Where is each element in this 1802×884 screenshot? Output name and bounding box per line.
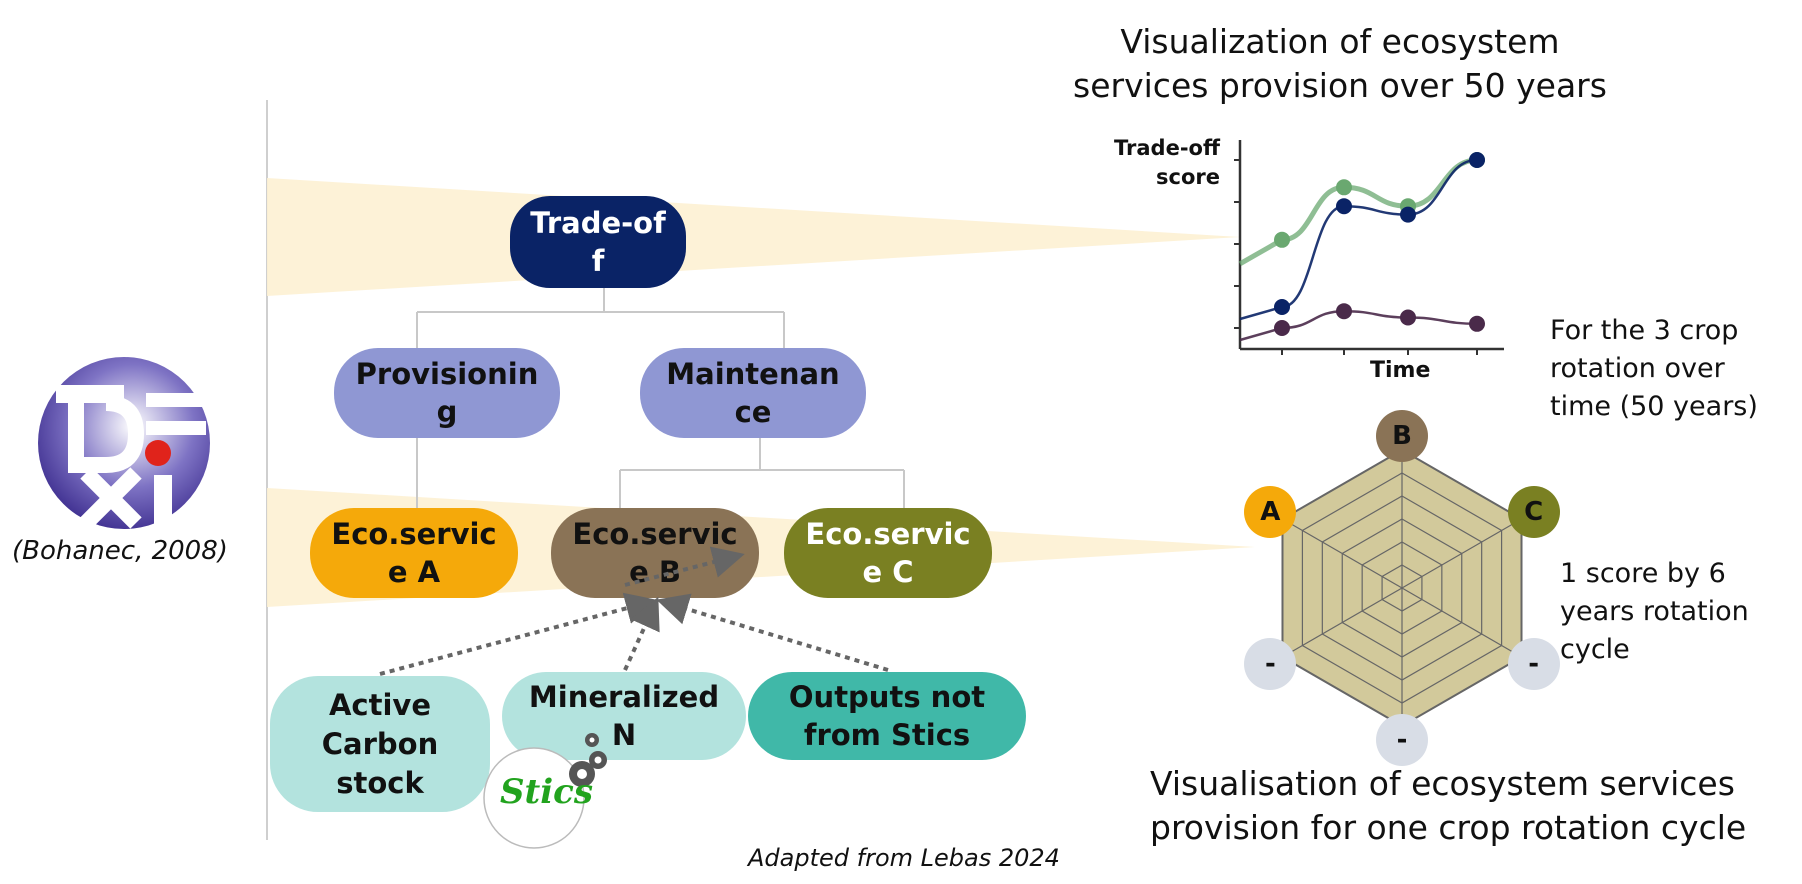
node-trade-off: Trade-off xyxy=(510,196,686,288)
series-point xyxy=(1336,198,1352,215)
chart-x-label: Time xyxy=(1370,358,1431,383)
radar-spoke xyxy=(1282,518,1403,589)
series-point xyxy=(1469,152,1485,168)
node-active-carbon-stock: Active Carbon stock xyxy=(270,676,490,812)
node-provisioning: Provisioning xyxy=(334,348,560,438)
radar-spoke xyxy=(1401,518,1522,589)
series-line xyxy=(1239,309,1478,342)
node-provisioning-label: Provisioning xyxy=(355,357,539,429)
radar-axis-badge: - xyxy=(1376,714,1428,766)
node-maintenance: Maintenance xyxy=(640,348,866,438)
series-point xyxy=(1274,320,1290,336)
node-eco-service-a: Eco.service A xyxy=(310,508,518,598)
radar-spoke xyxy=(1401,587,1522,658)
note-crop-rotation: For the 3 crop rotation over time (50 ye… xyxy=(1550,315,1758,422)
note-score-cycle: 1 score by 6 years rotation cycle xyxy=(1560,558,1749,665)
node-mineralized-n-label: Mineralized N xyxy=(528,680,720,752)
radar-axis-badge: - xyxy=(1244,638,1297,690)
citation-text: (Bohanec, 2008) xyxy=(12,536,228,566)
node-trade-off-label: Trade-off xyxy=(530,206,666,278)
node-active-carbon-stock-label: Active Carbon stock xyxy=(321,687,439,800)
radar-axis-badge: B xyxy=(1376,410,1428,462)
series-point xyxy=(1274,299,1290,315)
radar-axis-badge: A xyxy=(1244,486,1297,538)
stics-logo xyxy=(482,732,622,852)
node-eco-service-c: Eco.service C xyxy=(784,508,992,598)
node-eco-service-c-label: Eco.service C xyxy=(805,517,971,589)
radar-axis-badge: C xyxy=(1507,486,1560,538)
node-outputs-not-from-stics-label: Outputs not from Stics xyxy=(788,680,986,752)
radar-axis-badge: - xyxy=(1507,638,1560,690)
chart-y-label: Trade-off score xyxy=(1114,136,1220,189)
credit-text: Adapted from Lebas 2024 xyxy=(748,844,1060,872)
node-eco-service-b-label: Eco.service B xyxy=(572,517,738,589)
series-point xyxy=(1400,206,1416,223)
series-point xyxy=(1274,231,1290,248)
title-bottom: Visualisation of ecosystem services prov… xyxy=(1150,764,1747,847)
node-mineralized-n: Mineralized N xyxy=(502,672,746,760)
node-eco-service-a-label: Eco.service A xyxy=(331,517,497,589)
series-point xyxy=(1469,315,1485,332)
dexi-logo xyxy=(36,355,212,531)
radar-spoke xyxy=(1282,587,1403,658)
series-point xyxy=(1400,309,1416,326)
series-point xyxy=(1336,179,1352,196)
stics-logo-text: Stics xyxy=(500,772,594,812)
node-outputs-not-from-stics: Outputs not from Stics xyxy=(748,672,1026,760)
title-top: Visualization of ecosystem services prov… xyxy=(1073,22,1607,105)
node-maintenance-label: Maintenance xyxy=(666,357,840,429)
series-point xyxy=(1336,303,1352,320)
divider-line xyxy=(266,100,268,840)
series-line xyxy=(1239,158,1478,321)
series-line xyxy=(1238,157,1478,266)
